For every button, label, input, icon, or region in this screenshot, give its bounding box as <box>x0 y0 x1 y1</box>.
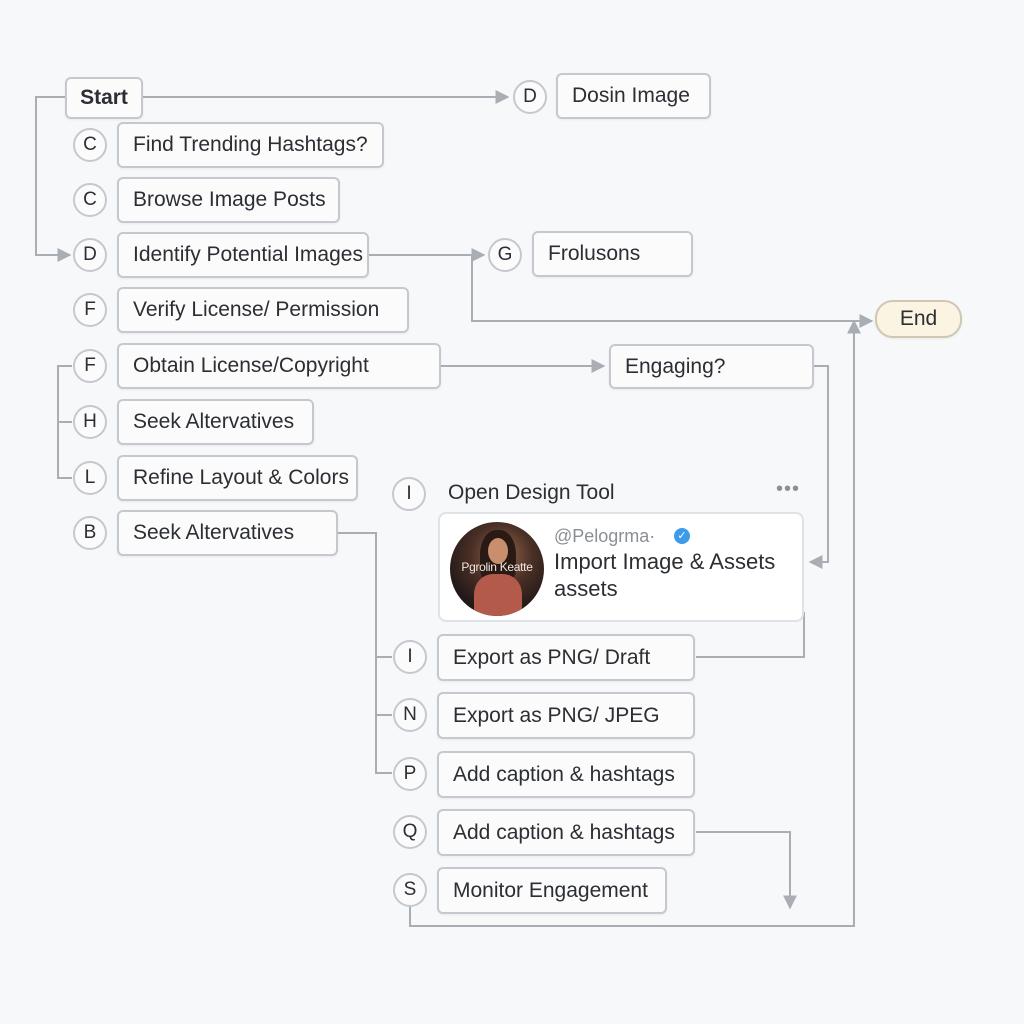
frolusons-badge: G <box>488 238 522 272</box>
step-badge: L <box>73 461 107 495</box>
connector-seek-to-exports <box>338 532 392 774</box>
import-image-title: Import Image & Assets <box>554 549 776 574</box>
design-image-badge: D <box>513 80 547 114</box>
connector-start-loop <box>35 96 72 262</box>
account-handle[interactable]: @Pelogrma· <box>554 526 656 546</box>
step-seek-alternatives[interactable]: Seek Altervatives <box>117 399 314 445</box>
step-badge: F <box>73 349 107 383</box>
step-add-caption-hashtags-2[interactable]: Add caption & hashtags <box>437 809 695 856</box>
connector-monitor-to-end <box>409 319 861 927</box>
step-badge: H <box>73 405 107 439</box>
step-badge: F <box>73 293 107 327</box>
step-seek-alternatives-b[interactable]: Seek Altervatives <box>117 510 338 556</box>
start-node[interactable]: Start <box>65 77 143 119</box>
end-node[interactable]: End <box>875 300 962 338</box>
step-badge: C <box>73 128 107 162</box>
design-tool-badge: I <box>392 477 426 511</box>
step-find-trending-hashtags[interactable]: Find Trending Hashtags? <box>117 122 384 168</box>
step-badge: B <box>73 516 107 550</box>
design-tool-label: Open Design Tool <box>448 481 615 504</box>
step-export-png-jpeg[interactable]: Export as PNG/ JPEG <box>437 692 695 739</box>
step-monitor-engagement[interactable]: Monitor Engagement <box>437 867 667 914</box>
more-horizontal-icon[interactable]: ••• <box>776 478 801 500</box>
avatar: Pgrolin Keatte <box>450 522 544 616</box>
step-badge: D <box>73 238 107 272</box>
design-image-node[interactable]: Dosin Image <box>556 73 711 119</box>
step-export-png-draft[interactable]: Export as PNG/ Draft <box>437 634 695 681</box>
connector-engaging-to-card <box>808 365 829 569</box>
export-badge: I <box>393 640 427 674</box>
frolusons-node[interactable]: Frolusons <box>532 231 693 277</box>
import-image-card[interactable]: Pgrolin Keatte @Pelogrma· ✓ Import Image… <box>438 512 804 622</box>
export-badge: P <box>393 757 427 791</box>
export-badge: Q <box>393 815 427 849</box>
engaging-decision-node[interactable]: Engaging? <box>609 344 814 389</box>
export-badge: N <box>393 698 427 732</box>
avatar-caption: Pgrolin Keatte <box>461 560 533 574</box>
connector-caption-down <box>696 831 797 910</box>
step-refine-layout-colors[interactable]: Refine Layout & Colors <box>117 455 358 501</box>
step-identify-potential-images[interactable]: Identify Potential Images <box>117 232 369 278</box>
connector-card-to-export <box>696 612 805 658</box>
verified-badge-icon: ✓ <box>674 528 690 544</box>
step-verify-license[interactable]: Verify License/ Permission <box>117 287 409 333</box>
step-add-caption-hashtags[interactable]: Add caption & hashtags <box>437 751 695 798</box>
step-browse-image-posts[interactable]: Browse Image Posts <box>117 177 340 223</box>
export-badge: S <box>393 873 427 907</box>
step-obtain-license[interactable]: Obtain License/Copyright <box>117 343 441 389</box>
import-image-subtitle: assets <box>554 576 618 601</box>
connector-frolusons-to-end <box>471 255 874 328</box>
step-badge: C <box>73 183 107 217</box>
